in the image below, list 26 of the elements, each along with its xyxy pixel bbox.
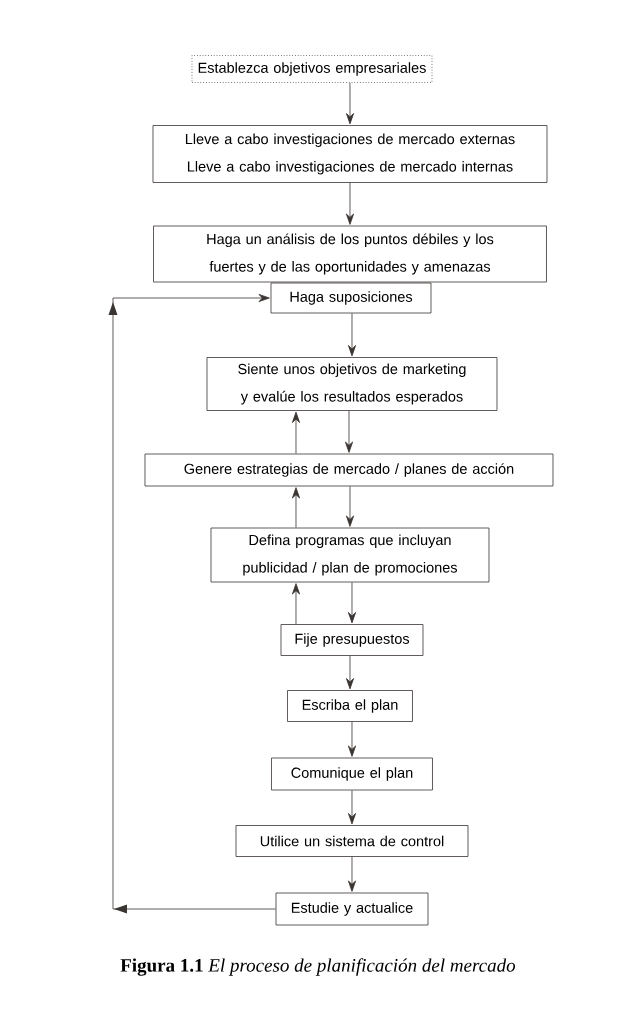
process-box: Defina programas que incluyan publicidad / plan de promociones: [210, 527, 490, 583]
process-box: Siente unos objetivos de marketing y evalúe los resultados esperados: [206, 357, 498, 411]
arrow: [292, 411, 300, 454]
process-box: Comunique el plan: [271, 757, 433, 791]
process-box: Genere estrategias de mercado / planes de acción: [144, 453, 554, 487]
process-box: Establezca objetivos empresariales: [191, 55, 433, 83]
arrow: [108, 294, 276, 914]
arrow: [346, 486, 354, 527]
arrow: [345, 410, 353, 453]
arrow: [346, 655, 354, 690]
arrow: [346, 182, 354, 225]
process-box: Fije presupuestos: [280, 624, 424, 656]
process-box: Lleve a cabo investigaciones de mercado externas Lleve a cabo investigaciones de mercado internas: [152, 125, 548, 183]
arrow: [348, 790, 356, 825]
process-box: Escriba el plan: [287, 690, 413, 722]
process-box: Estudie y actualice: [275, 892, 429, 926]
caption: Figura 1.1 El proceso de planificación del mercado: [120, 958, 516, 976]
arrow: [348, 313, 356, 357]
process-box: Haga suposiciones: [270, 282, 432, 314]
arrow: [348, 856, 356, 892]
arrow: [346, 82, 354, 125]
process-box: Utilice un sistema de control: [235, 825, 469, 857]
arrow: [348, 582, 356, 624]
arrow: [292, 583, 300, 625]
arrow: [348, 721, 356, 757]
arrow: [292, 487, 300, 528]
